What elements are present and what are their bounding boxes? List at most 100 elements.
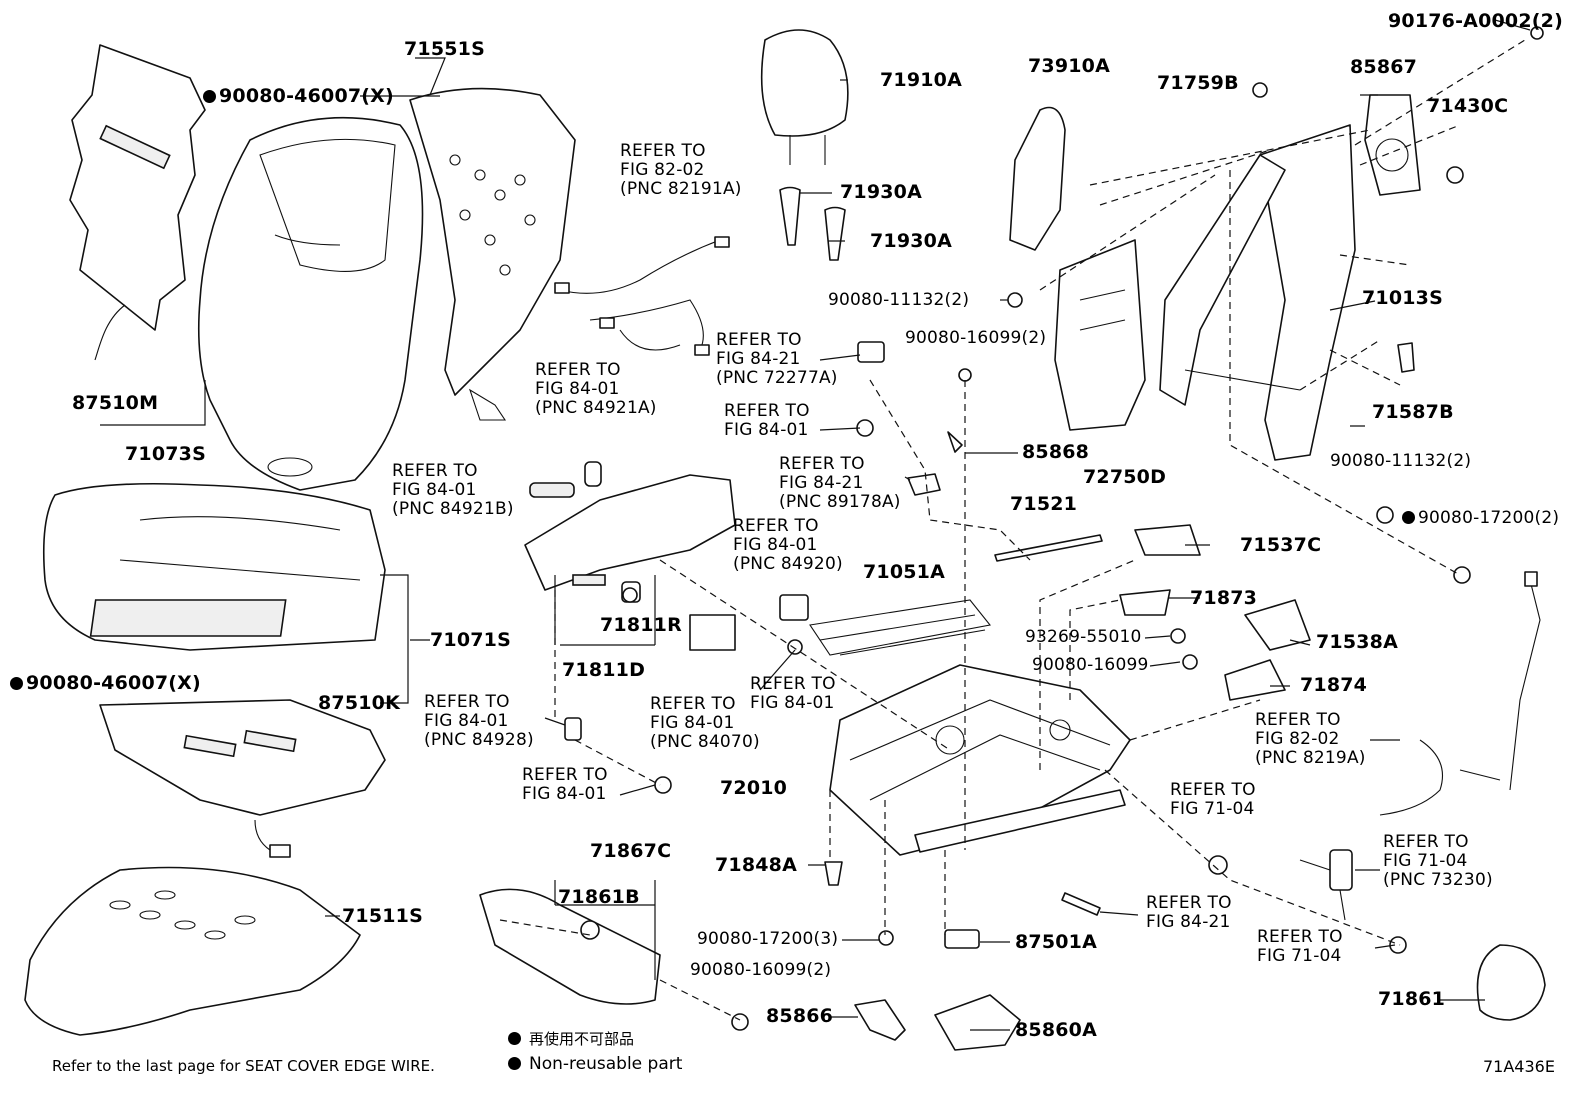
ref-fig-84-01-84921A: REFER TO FIG 84-01 (PNC 84921A) [535, 360, 657, 418]
part-label-71537C: 71537C [1240, 534, 1322, 556]
bolt [1007, 292, 1023, 308]
switch-knob-small [584, 461, 602, 487]
part-label-93269-55010: 93269-55010 [1025, 627, 1142, 647]
clip-71587B [1397, 342, 1415, 373]
bolt [878, 930, 894, 946]
part-label-71051A: 71051A [863, 561, 946, 583]
part-label-87501A: 87501A [1015, 931, 1098, 953]
part-label-71910A: 71910A [880, 69, 963, 91]
part-label-90080-16099: 90080-16099 [1032, 655, 1149, 675]
seatback-heater-mat [69, 44, 206, 361]
seatback-side-trim [1009, 106, 1066, 251]
part-label-71430C: 71430C [1427, 95, 1509, 117]
part-label-87510K: 87510K [318, 692, 401, 714]
part-label-71930A-1: 71930A [840, 181, 923, 203]
legend-english: Non-reusable part [508, 1054, 682, 1074]
part-label-71013S: 71013S [1362, 287, 1443, 309]
side-shield [524, 474, 736, 591]
part-label-71861: 71861 [1378, 988, 1446, 1010]
bracket-71874 [1224, 659, 1286, 701]
ref-fig-84-21-72277A: REFER TO FIG 84-21 (PNC 72277A) [716, 330, 838, 388]
heater-connector-72277A [857, 341, 885, 363]
part-label-71587B: 71587B [1372, 401, 1454, 423]
seatback-pad [409, 87, 576, 421]
non-reusable-bullet-icon [508, 1032, 521, 1045]
part-label-85868: 85868 [1022, 441, 1090, 463]
ref-fig-84-21-b: REFER TO FIG 84-21 [1146, 893, 1232, 932]
ref-fig-84-01-c: REFER TO FIG 84-01 [522, 765, 608, 804]
part-label-90080-17200-3: 90080-17200(3) [697, 929, 839, 949]
seatback-cover [197, 116, 424, 491]
part-label-71848A: 71848A [715, 854, 798, 876]
part-label-71930A-2: 71930A [870, 230, 953, 252]
part-label-72750D: 72750D [1083, 466, 1167, 488]
ref-fig-84-01-84921B: REFER TO FIG 84-01 (PNC 84921B) [392, 461, 514, 519]
bolt [1252, 82, 1268, 98]
bolt [1208, 855, 1228, 875]
ref-fig-82-02-82191A: REFER TO FIG 82-02 (PNC 82191A) [620, 141, 742, 199]
part-label-71873: 71873 [1190, 587, 1258, 609]
ref-fig-84-01-b: REFER TO FIG 84-01 [750, 674, 836, 713]
weight-sensor-85860A [934, 994, 1021, 1051]
clip [580, 920, 600, 940]
part-label-71511S: 71511S [342, 905, 423, 927]
seat-front-trim [479, 888, 661, 1005]
part-label-90080-11132-b: 90080-11132(2) [1330, 451, 1472, 471]
headrest [760, 29, 849, 261]
non-reusable-bullet-icon [508, 1057, 521, 1070]
part-label-90080-46007-bottom: 90080-46007(X) [10, 674, 201, 693]
connector-84920 [779, 594, 809, 621]
ref-fig-84-01-a: REFER TO FIG 84-01 [724, 401, 810, 440]
lumbar-assembly [1054, 239, 1146, 431]
part-label-87510M: 87510M [72, 392, 159, 414]
part-label-71867C: 71867C [590, 840, 672, 862]
part-label-71811D: 71811D [562, 659, 646, 681]
part-label-71874: 71874 [1300, 674, 1368, 696]
seatback-frame [1159, 124, 1356, 461]
seat-cushion-cover [42, 482, 386, 651]
bolt [1389, 936, 1407, 954]
legend-japanese: 再使用不可部品 [508, 1028, 634, 1049]
bolt [731, 1013, 749, 1031]
part-label-71759B: 71759B [1157, 72, 1239, 94]
pin-71848A [824, 861, 843, 886]
ref-fig-71-04-a: REFER TO FIG 71-04 [1170, 780, 1256, 819]
ref-fig-71-04-73230: REFER TO FIG 71-04 (PNC 73230) [1383, 832, 1493, 890]
part-label-90176-A0002: 90176-A0002(2) [1388, 10, 1563, 32]
legend-japanese-text: 再使用不可部品 [529, 1030, 635, 1048]
headrest-cover-71861 [1476, 944, 1546, 1021]
strip-71521 [994, 534, 1103, 562]
footnote: Refer to the last page for SEAT COVER ED… [52, 1057, 435, 1075]
right-wire-harness [1379, 571, 1541, 816]
seat-cushion-pad [24, 866, 361, 1036]
bolt [1530, 26, 1544, 40]
bolt-long [1061, 892, 1101, 916]
part-label-71811R: 71811R [600, 614, 682, 636]
part-label-71861B: 71861B [558, 886, 640, 908]
part-label-85860A: 85860A [1015, 1019, 1098, 1041]
wire-harness [554, 236, 730, 356]
seat-spring-set [809, 599, 992, 656]
ref-fig-84-01-84928: REFER TO FIG 84-01 (PNC 84928) [424, 692, 534, 750]
seat-heater-mat [99, 699, 386, 858]
ref-fig-84-01-84070: REFER TO FIG 84-01 (PNC 84070) [650, 694, 760, 752]
bolt [1182, 654, 1198, 670]
bolt [1453, 566, 1471, 584]
connector-84928 [564, 717, 582, 741]
ref-fig-71-04-b: REFER TO FIG 71-04 [1257, 927, 1343, 966]
part-label-90080-16099-2a: 90080-16099(2) [905, 328, 1047, 348]
part-label-72010: 72010 [720, 777, 788, 799]
clip-85868 [947, 431, 963, 453]
knob-89178A [907, 473, 941, 496]
sensor-85866 [854, 999, 906, 1041]
seat-track-frame [829, 664, 1131, 856]
part-label-90080-11132-a: 90080-11132(2) [828, 290, 970, 310]
bolt [787, 639, 803, 655]
drawing-code: 71A436E [1483, 1057, 1555, 1076]
part-label-71538A: 71538A [1316, 631, 1399, 653]
part-label-73910A: 73910A [1028, 55, 1111, 77]
ref-fig-84-01-84920: REFER TO FIG 84-01 (PNC 84920) [733, 516, 843, 574]
part-label-90080-46007-top: 90080-46007(X) [203, 87, 394, 106]
bolt [654, 776, 672, 794]
